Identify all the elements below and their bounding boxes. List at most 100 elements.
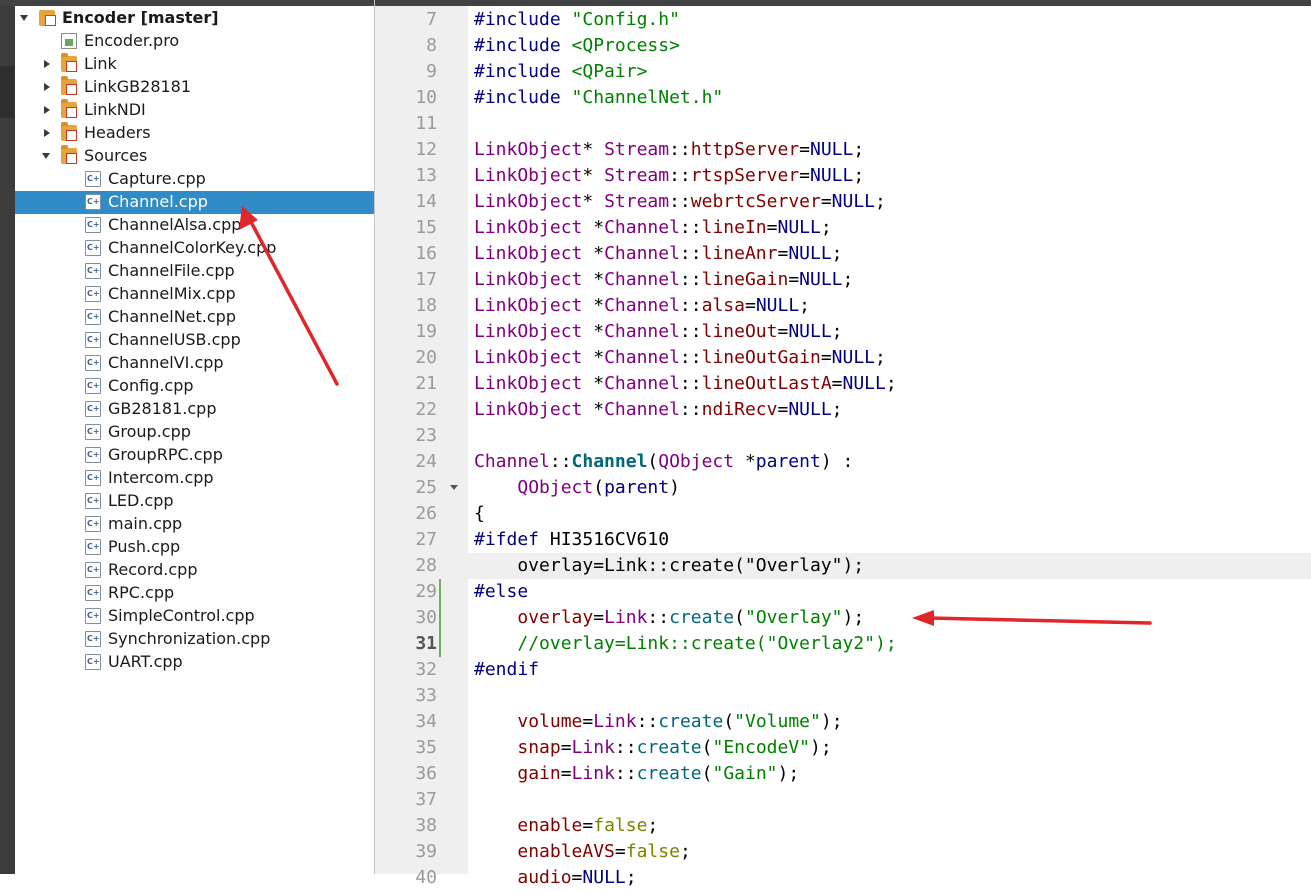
- code-token: LinkObject: [474, 347, 583, 368]
- tree-item-encoder-pro[interactable]: Encoder.pro: [15, 30, 374, 53]
- tree-item-channelvi-cpp[interactable]: ChannelVI.cpp: [15, 352, 374, 375]
- code-line[interactable]: Channel::Channel(QObject *parent) :: [474, 449, 853, 475]
- chevron-right-icon[interactable]: [44, 129, 50, 137]
- code-line[interactable]: LinkObject *Channel::lineGain=NULL;: [474, 267, 853, 293]
- code-line[interactable]: LinkObject *Channel::lineAnr=NULL;: [474, 241, 843, 267]
- folder-icon: [61, 76, 77, 95]
- tree-item-group-cpp[interactable]: Group.cpp: [15, 421, 374, 444]
- tree-item-synchronization-cpp[interactable]: Synchronization.cpp: [15, 628, 374, 651]
- pane-splitter[interactable]: [374, 0, 375, 874]
- code-line[interactable]: snap=Link::create("EncodeV");: [474, 735, 831, 761]
- tree-item-rpc-cpp[interactable]: RPC.cpp: [15, 582, 374, 605]
- code-token: lineOutGain: [701, 347, 821, 368]
- code-line[interactable]: LinkObject *Channel::alsa=NULL;: [474, 293, 810, 319]
- code-token: =: [831, 373, 843, 394]
- tree-item-channelcolorkey-cpp[interactable]: ChannelColorKey.cpp: [15, 237, 374, 260]
- code-line[interactable]: #include <QProcess>: [474, 33, 680, 59]
- code-line[interactable]: #ifdef HI3516CV610: [474, 527, 669, 553]
- chevron-right-icon[interactable]: [44, 106, 50, 114]
- tree-item-encoder-master[interactable]: Encoder [master]: [15, 7, 374, 30]
- tree-item-main-cpp[interactable]: main.cpp: [15, 513, 374, 536]
- code-line[interactable]: enableAVS=false;: [474, 839, 690, 865]
- tree-item-channel-cpp[interactable]: Channel.cpp: [15, 191, 374, 214]
- code-line[interactable]: #include "Config.h": [474, 7, 680, 33]
- chevron-right-icon[interactable]: [44, 83, 50, 91]
- tree-item-channelalsa-cpp[interactable]: ChannelAlsa.cpp: [15, 214, 374, 237]
- code-line[interactable]: LinkObject* Stream::httpServer=NULL;: [474, 137, 864, 163]
- code-token: ) :: [820, 451, 854, 472]
- code-line[interactable]: LinkObject *Channel::lineOut=NULL;: [474, 319, 843, 345]
- code-line[interactable]: audio=NULL;: [474, 865, 636, 891]
- code-line[interactable]: LinkObject *Channel::lineIn=NULL;: [474, 215, 832, 241]
- tree-item-channelusb-cpp[interactable]: ChannelUSB.cpp: [15, 329, 374, 352]
- tree-item-link[interactable]: Link: [15, 53, 374, 76]
- tree-item-sources[interactable]: Sources: [15, 145, 374, 168]
- tree-item-linkndi[interactable]: LinkNDI: [15, 99, 374, 122]
- code-token: ::: [549, 451, 572, 472]
- code-token: Channel: [604, 243, 680, 264]
- code-line[interactable]: overlay=Link::create("Overlay");: [474, 605, 864, 631]
- code-token: ;: [875, 191, 886, 212]
- tree-item-label: Push.cpp: [108, 537, 181, 556]
- code-token: LinkObject: [474, 295, 583, 316]
- code-token: Channel: [604, 321, 680, 342]
- tree-item-label: Encoder [master]: [62, 8, 219, 27]
- code-token: NULL: [582, 867, 626, 888]
- tree-item-intercom-cpp[interactable]: Intercom.cpp: [15, 467, 374, 490]
- fold-toggle-icon[interactable]: [450, 485, 458, 490]
- tree-item-config-cpp[interactable]: Config.cpp: [15, 375, 374, 398]
- line-number: 16: [415, 243, 437, 264]
- code-line[interactable]: enable=false;: [474, 813, 658, 839]
- tree-item-simplecontrol-cpp[interactable]: SimpleControl.cpp: [15, 605, 374, 628]
- code-token: =: [582, 711, 594, 732]
- tree-item-linkgb28181[interactable]: LinkGB28181: [15, 76, 374, 99]
- code-line[interactable]: {: [474, 501, 485, 527]
- code-line[interactable]: #endif: [474, 657, 539, 683]
- code-line[interactable]: #include <QPair>: [474, 59, 647, 85]
- tree-item-uart-cpp[interactable]: UART.cpp: [15, 651, 374, 674]
- cpp-file-icon: [85, 401, 101, 417]
- code-token: ::: [679, 373, 702, 394]
- code-line[interactable]: LinkObject* Stream::rtspServer=NULL;: [474, 163, 864, 189]
- code-line[interactable]: gain=Link::create("Gain");: [474, 761, 799, 787]
- tree-item-gb28181-cpp[interactable]: GB28181.cpp: [15, 398, 374, 421]
- code-line[interactable]: #else: [474, 579, 528, 605]
- tree-item-channelfile-cpp[interactable]: ChannelFile.cpp: [15, 260, 374, 283]
- cpp-file-icon: [85, 424, 101, 440]
- code-line[interactable]: #include "ChannelNet.h": [474, 85, 723, 111]
- tree-item-channelmix-cpp[interactable]: ChannelMix.cpp: [15, 283, 374, 306]
- tree-item-label: Encoder.pro: [84, 31, 180, 50]
- tree-item-capture-cpp[interactable]: Capture.cpp: [15, 168, 374, 191]
- code-line[interactable]: //overlay=Link::create("Overlay2");: [474, 631, 896, 657]
- tree-item-channelnet-cpp[interactable]: ChannelNet.cpp: [15, 306, 374, 329]
- tree-item-push-cpp[interactable]: Push.cpp: [15, 536, 374, 559]
- chevron-right-icon[interactable]: [44, 60, 50, 68]
- code-line[interactable]: QObject(parent): [474, 475, 680, 501]
- chevron-down-icon[interactable]: [20, 15, 28, 21]
- code-line[interactable]: LinkObject *Channel::lineOutLastA=NULL;: [474, 371, 897, 397]
- code-token: ;: [820, 217, 832, 238]
- code-token: #include: [474, 87, 572, 108]
- code-line[interactable]: LinkObject *Channel::ndiRecv=NULL;: [474, 397, 843, 423]
- tree-item-headers[interactable]: Headers: [15, 122, 374, 145]
- code-line[interactable]: LinkObject *Channel::lineOutGain=NULL;: [474, 345, 886, 371]
- code-token: lineOutLastA: [701, 373, 832, 394]
- tree-item-record-cpp[interactable]: Record.cpp: [15, 559, 374, 582]
- tree-item-grouprpc-cpp[interactable]: GroupRPC.cpp: [15, 444, 374, 467]
- code-token: NULL: [755, 295, 800, 316]
- code-token: *: [582, 165, 605, 186]
- tree-item-label: ChannelAlsa.cpp: [108, 215, 242, 234]
- chevron-down-icon[interactable]: [42, 153, 50, 159]
- tree-item-led-cpp[interactable]: LED.cpp: [15, 490, 374, 513]
- code-line[interactable]: volume=Link::create("Volume");: [474, 709, 842, 735]
- code-token: ::: [669, 165, 691, 186]
- code-token: #ifdef: [474, 529, 550, 550]
- folder-icon: [61, 145, 77, 164]
- code-token: *: [582, 321, 605, 342]
- code-line[interactable]: overlay=Link::create("Overlay");: [474, 553, 864, 579]
- code-token: Link: [571, 763, 615, 784]
- code-token: [474, 711, 517, 732]
- code-line[interactable]: LinkObject* Stream::webrtcServer=NULL;: [474, 189, 886, 215]
